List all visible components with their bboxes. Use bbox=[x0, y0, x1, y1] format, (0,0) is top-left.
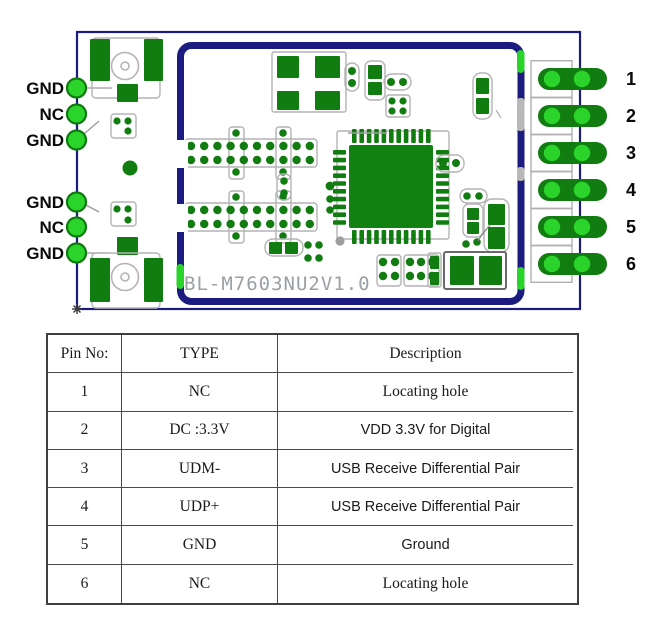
pad-label-nc-2: NC bbox=[39, 218, 64, 237]
pin-number-3: 3 bbox=[626, 143, 636, 163]
table-cell-type-row1: NC bbox=[122, 373, 278, 412]
table-cell-pin-row4: 4 bbox=[48, 488, 122, 527]
pad-label-gnd-4: GND bbox=[26, 244, 64, 263]
table-cell-pin-row3: 3 bbox=[48, 449, 122, 489]
table-header-type: TYPE bbox=[122, 335, 278, 374]
table-cell-pin-row1: 1 bbox=[48, 373, 122, 412]
pin-number-6: 6 bbox=[626, 254, 636, 274]
pad-label-nc-1: NC bbox=[39, 105, 64, 124]
table-cell-type-row3: UDM- bbox=[122, 449, 278, 489]
pin-number-5: 5 bbox=[626, 217, 636, 237]
pin-number-1: 1 bbox=[626, 69, 636, 89]
shield-gap bbox=[172, 140, 188, 168]
table-cell-desc-row1: Locating hole bbox=[278, 373, 573, 412]
pad-label-gnd-3: GND bbox=[26, 193, 64, 212]
table-cell-type-row6: NC bbox=[122, 564, 278, 604]
shield-segment-gray bbox=[517, 167, 525, 181]
pcb-pinout-diagram: GND NC GND GND NC GND 1 2 3 4 5 6 BL-M76… bbox=[26, 30, 636, 314]
table-cell-type-row5: GND bbox=[122, 526, 278, 565]
left-round-pads bbox=[65, 77, 88, 264]
origin-marker bbox=[72, 304, 82, 314]
shield-segment-gray bbox=[517, 98, 525, 131]
pad-label-gnd-1: GND bbox=[26, 79, 64, 98]
pad-label-gnd-2: GND bbox=[26, 131, 64, 150]
shield-gap bbox=[172, 204, 188, 232]
table-header-pin-no: Pin No: bbox=[48, 335, 122, 374]
right-pin-pads bbox=[530, 60, 607, 283]
pin-number-2: 2 bbox=[626, 106, 636, 126]
shield-outline bbox=[172, 42, 525, 305]
table-cell-desc-row5: Ground bbox=[278, 526, 573, 565]
table-cell-type-row4: UDP+ bbox=[122, 488, 278, 527]
shield-segment-green bbox=[517, 50, 525, 73]
module-name-label: BL-M7603NU2V1.0 bbox=[184, 273, 371, 295]
pcb-decorations bbox=[83, 37, 510, 309]
table-header-description: Description bbox=[278, 335, 573, 374]
shield-segment-green bbox=[176, 264, 184, 289]
table-cell-desc-row4: USB Receive Differential Pair bbox=[278, 488, 573, 527]
table-cell-type-row2: DC :3.3V bbox=[122, 411, 278, 450]
table-cell-pin-row5: 5 bbox=[48, 526, 122, 565]
pin-number-4: 4 bbox=[626, 180, 636, 200]
table-cell-pin-row2: 2 bbox=[48, 411, 122, 450]
table-cell-desc-row2: VDD 3.3V for Digital bbox=[278, 412, 573, 450]
table-cell-desc-row3: USB Receive Differential Pair bbox=[278, 450, 573, 489]
table-cell-desc-row6: Locating hole bbox=[382, 574, 469, 592]
table-cell-pin-row6: 6 bbox=[48, 564, 122, 604]
shield-segment-green bbox=[517, 267, 525, 290]
